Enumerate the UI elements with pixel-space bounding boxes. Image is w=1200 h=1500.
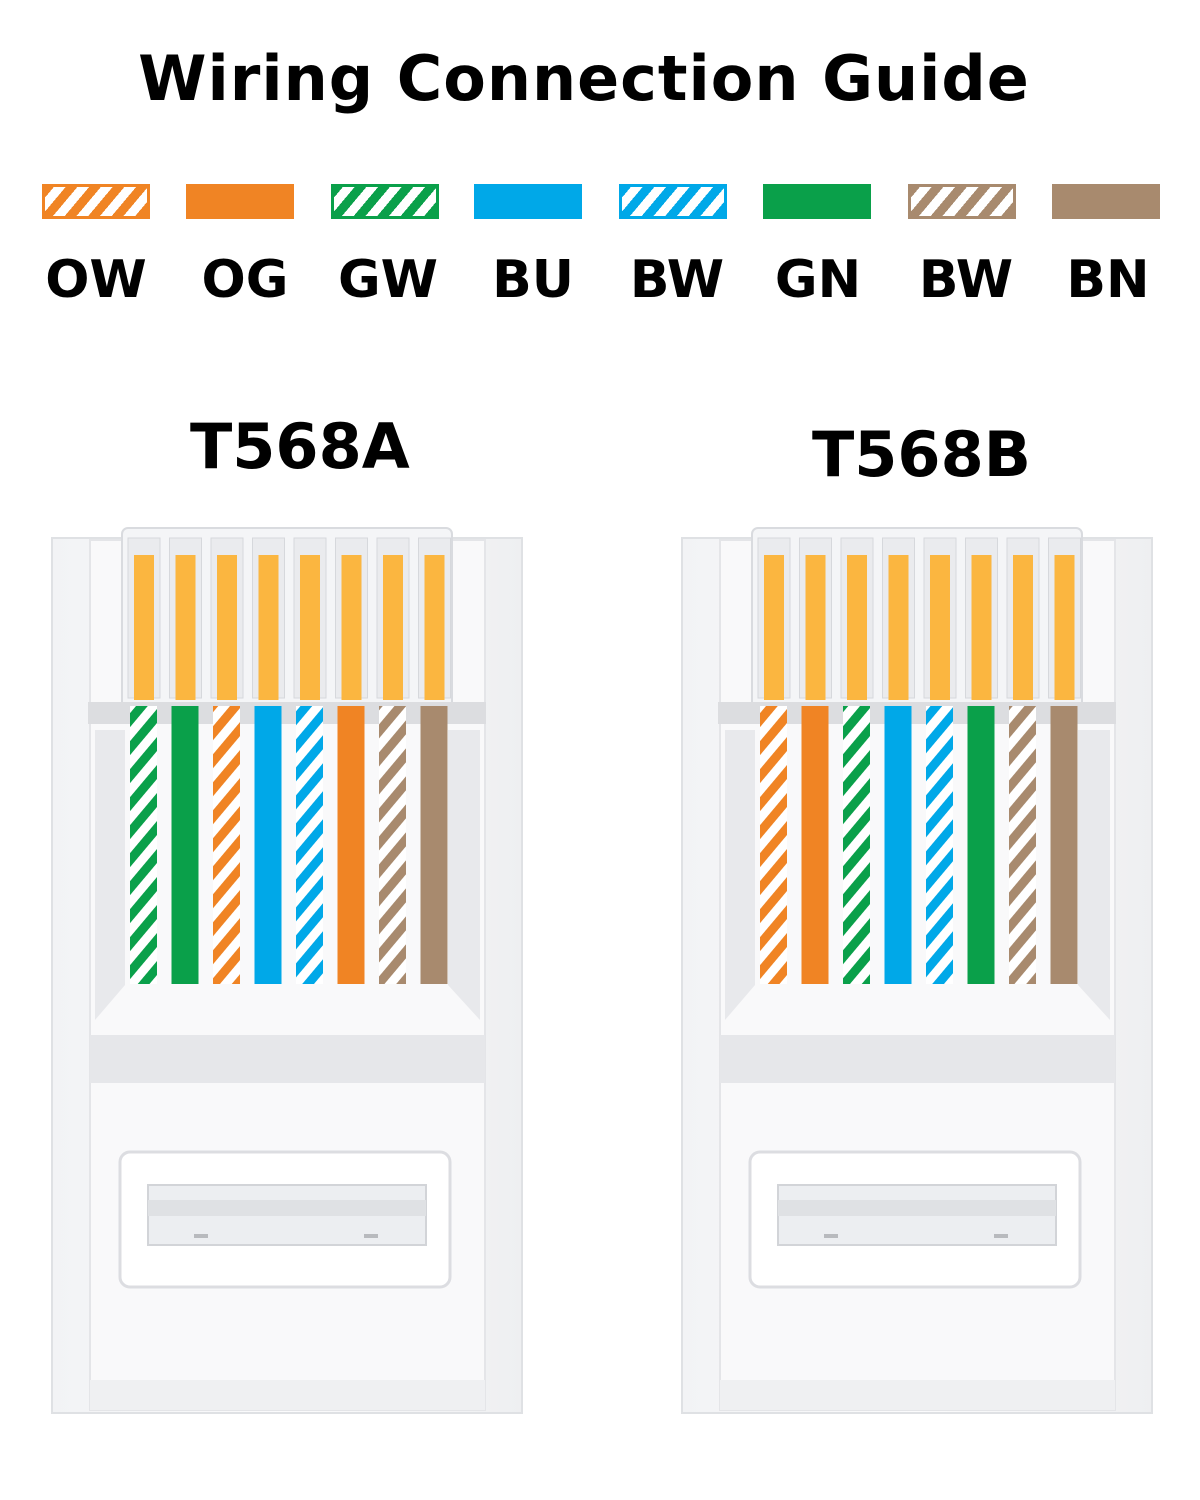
t568b-wire-2: [801, 706, 829, 984]
t568b-cavity-left: [725, 730, 755, 1020]
t568a-wire-1: [130, 706, 157, 984]
legend-swatch-gw: [331, 184, 439, 219]
t568a-plug: [51, 527, 523, 1414]
t568b-latch-mark-left: [824, 1234, 838, 1238]
legend-label-bn: BN: [1066, 250, 1150, 310]
t568a-pin-5: [300, 555, 320, 700]
t568a-wire-8: [420, 706, 448, 984]
t568a-cavity-left: [95, 730, 125, 1020]
legend-label-ow: OW: [45, 250, 147, 310]
t568b-wire-8: [1050, 706, 1078, 984]
t568b-wire-3: [843, 706, 870, 984]
t568b-pin-6: [971, 555, 992, 700]
legend-swatch-bu: [474, 184, 582, 219]
legend-label-og: OG: [201, 250, 289, 310]
t568b-pin-4: [888, 555, 909, 700]
t568b-pin-5: [930, 555, 950, 700]
t568a-pin-2: [175, 555, 196, 700]
t568a-latch-mark-right: [364, 1234, 378, 1238]
t568b-pin-1: [764, 555, 784, 700]
t568b-plug: [681, 527, 1153, 1414]
t568a-cavity-right: [448, 730, 480, 1020]
t568a-pin-8: [424, 555, 445, 700]
guide-title: Wiring Connection Guide: [138, 42, 1030, 115]
t568a-pin-6: [341, 555, 362, 700]
t568b-pin-2: [805, 555, 826, 700]
t568b-pin-3: [847, 555, 867, 700]
t568a-pin-1: [134, 555, 154, 700]
legend-label-bu: BU: [492, 250, 574, 310]
t568a-wire-4: [254, 706, 282, 984]
t568b-wire-7: [1009, 706, 1036, 984]
t568a-wire-5: [296, 706, 323, 984]
t568a-base: [90, 1380, 485, 1410]
t568a-wire-2: [171, 706, 199, 984]
legend-label-gn: GN: [774, 250, 862, 310]
t568b-latch-groove: [778, 1200, 1056, 1216]
t568a-pin-4: [258, 555, 279, 700]
legend-swatch-ow: [42, 184, 150, 219]
legend-swatch-og: [186, 184, 294, 219]
t568b-wire-6: [967, 706, 995, 984]
t568a-title: T568A: [190, 410, 410, 483]
t568b-pin-7: [1013, 555, 1033, 700]
legend-swatch-bw-blue: [619, 184, 727, 219]
t568a-wire-3: [213, 706, 240, 984]
legend-swatch-gn: [763, 184, 871, 219]
t568b-pin-8: [1054, 555, 1075, 700]
t568b-cavity-right: [1078, 730, 1110, 1020]
t568a-latch-groove: [148, 1200, 426, 1216]
t568b-wire-5: [926, 706, 953, 984]
t568a-wire-6: [337, 706, 365, 984]
legend-swatch-bw-brown: [908, 184, 1016, 219]
t568b-latch-mark-right: [994, 1234, 1008, 1238]
t568b-base: [720, 1380, 1115, 1410]
t568b-title: T568B: [812, 418, 1031, 491]
t568b-wire-1: [760, 706, 787, 984]
t568a-wire-7: [379, 706, 406, 984]
t568a-pin-7: [383, 555, 403, 700]
legend-label-bw-brown: BW: [918, 250, 1014, 310]
color-legend: OW OG GW BU BW GN BW BN: [0, 0, 1200, 340]
t568a-lower-band: [90, 1035, 485, 1083]
legend-swatch-bn: [1052, 184, 1160, 219]
legend-label-bw-blue: BW: [629, 250, 725, 310]
t568b-wire-4: [884, 706, 912, 984]
t568a-pin-3: [217, 555, 237, 700]
legend-label-gw: GW: [337, 250, 439, 310]
t568b-lower-band: [720, 1035, 1115, 1083]
t568a-latch-mark-left: [194, 1234, 208, 1238]
